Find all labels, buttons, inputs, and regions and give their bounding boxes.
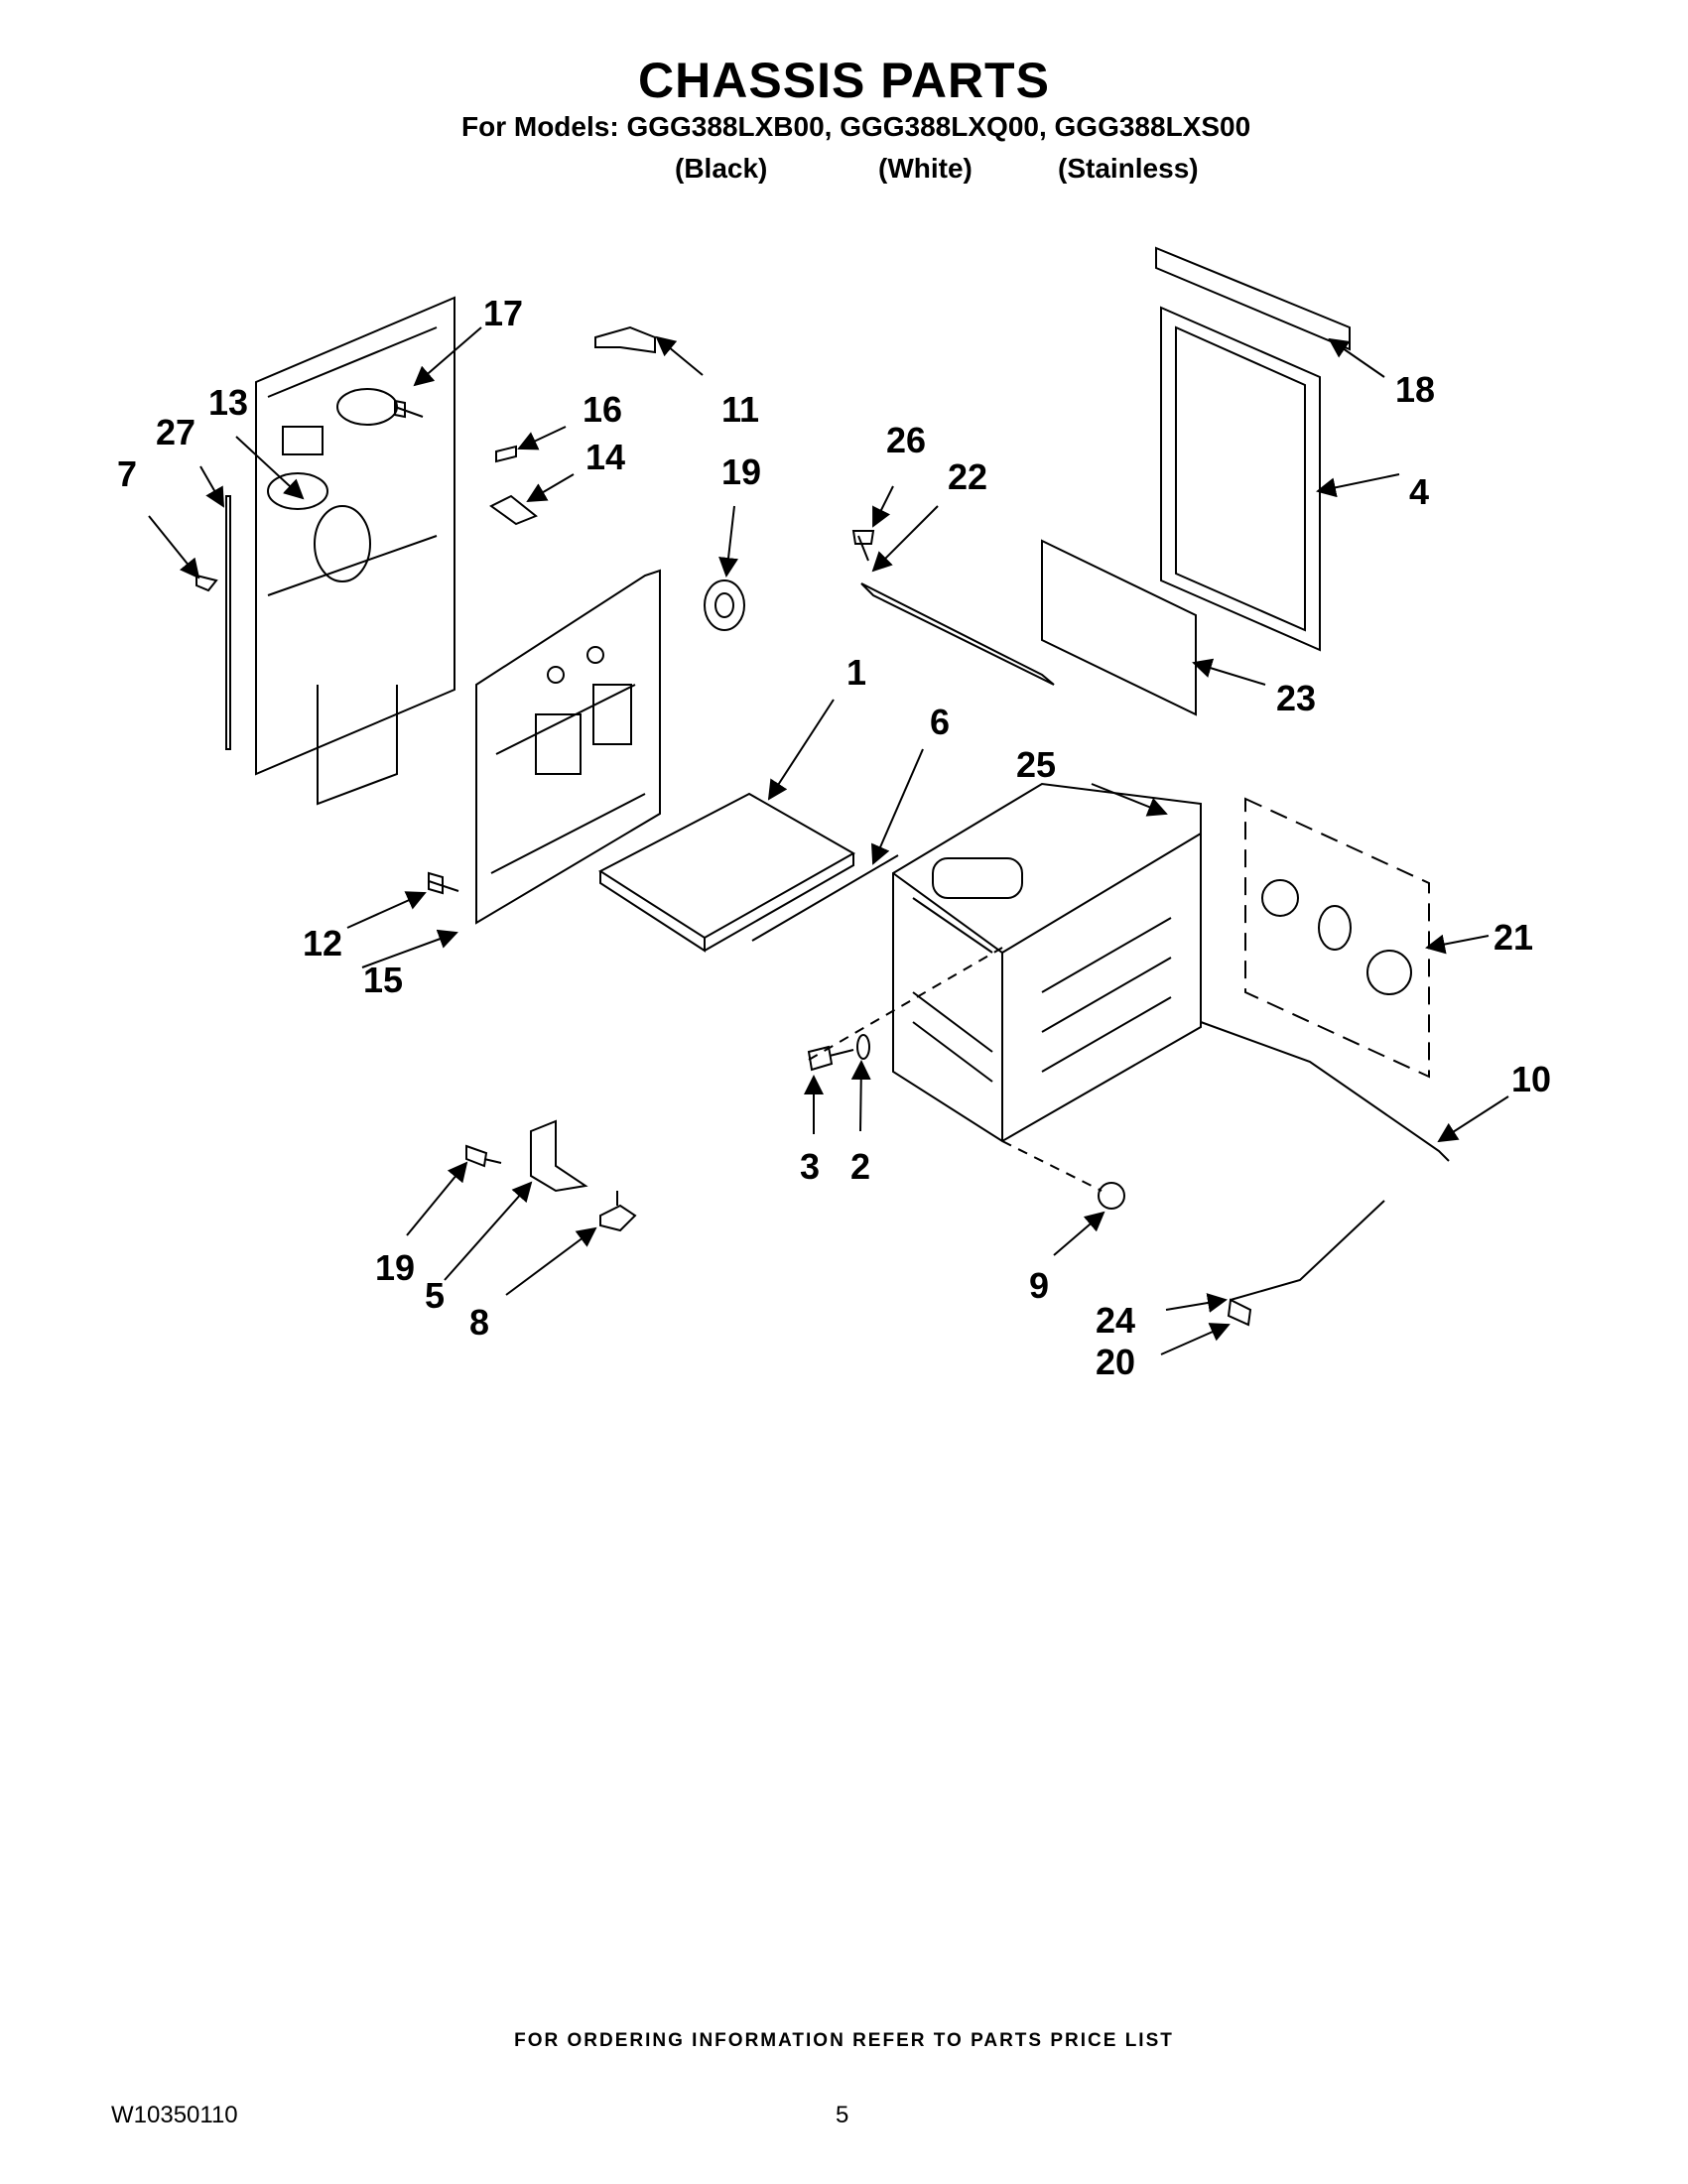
callout-6: 6: [930, 702, 950, 742]
callout-25: 25: [1016, 744, 1056, 785]
callout-12: 12: [303, 923, 342, 964]
rod: [751, 854, 899, 942]
callout-10: 10: [1511, 1059, 1551, 1099]
bracket-11: [594, 325, 656, 354]
light-socket: [1261, 879, 1299, 917]
page-number: 5: [836, 2102, 849, 2128]
screw-3: [807, 1045, 854, 1072]
leveler-8: [599, 1191, 637, 1232]
callout-5: 5: [425, 1275, 445, 1316]
callout-13: 13: [208, 382, 248, 423]
callout-22: 22: [948, 456, 987, 497]
callout-11: 11: [721, 389, 759, 430]
callout-7: 7: [117, 453, 137, 494]
wire-24: [1230, 1200, 1385, 1301]
back-panel: [255, 296, 455, 806]
light-kit-box: [1244, 797, 1430, 1079]
light-lens: [1366, 950, 1412, 995]
clip-16: [495, 445, 517, 463]
callout-19-bottom: 19: [375, 1247, 415, 1288]
screw-26: [851, 530, 875, 562]
oven-cavity-25: [892, 782, 1202, 1143]
page-title: CHASSIS PARTS: [638, 53, 1050, 108]
callout-2: 2: [850, 1146, 870, 1187]
callout-18: 18: [1395, 369, 1435, 410]
callout-21: 21: [1493, 917, 1533, 958]
variant-black: (Black): [675, 153, 768, 184]
rail-22: [860, 582, 1055, 686]
washer-2: [856, 1034, 870, 1060]
sensor-10: [1200, 1021, 1450, 1162]
variant-stainless: (Stainless): [1058, 153, 1199, 184]
callout-9: 9: [1029, 1265, 1049, 1306]
bracket-14: [489, 494, 538, 526]
grommet: [704, 579, 745, 631]
callout-26: 26: [886, 420, 926, 460]
callout-14: 14: [585, 437, 625, 477]
callout-17: 17: [483, 293, 523, 333]
screw-19: [465, 1144, 502, 1168]
callout-20: 20: [1096, 1342, 1135, 1382]
callout-23: 23: [1276, 678, 1316, 718]
callout-24: 24: [1096, 1300, 1135, 1341]
ordering-note: FOR ORDERING INFORMATION REFER TO PARTS …: [514, 2030, 1174, 2051]
callout-4: 4: [1409, 471, 1429, 512]
side-panel: [475, 569, 661, 925]
bracket-5: [530, 1119, 588, 1193]
callout-1: 1: [846, 652, 866, 693]
bottom-panel: [598, 792, 856, 953]
door-frame-4: [1160, 306, 1321, 652]
rear-strip: [225, 495, 231, 750]
callout-15: 15: [363, 960, 403, 1000]
light-bulb: [1318, 905, 1352, 951]
callout-3: 3: [800, 1146, 820, 1187]
variant-white: (White): [878, 153, 973, 184]
models-line: For Models: GGG388LXB00, GGG388LXQ00, GG…: [461, 111, 1251, 142]
clip-7: [195, 574, 218, 592]
screw-17: [394, 399, 424, 419]
screw-20: [1227, 1298, 1252, 1327]
callout-8: 8: [469, 1302, 489, 1343]
screw-12: [428, 871, 459, 895]
panel-23: [1041, 539, 1197, 716]
callout-27: 27: [156, 412, 195, 452]
callout-19-top: 19: [721, 451, 761, 492]
document-number: W10350110: [111, 2102, 238, 2128]
callout-16: 16: [583, 389, 622, 430]
plug-9: [1098, 1182, 1125, 1210]
callout-labels: 17 11 16 14 13 27 7 19 26 22 18 4 23 1 6…: [117, 293, 1551, 1382]
